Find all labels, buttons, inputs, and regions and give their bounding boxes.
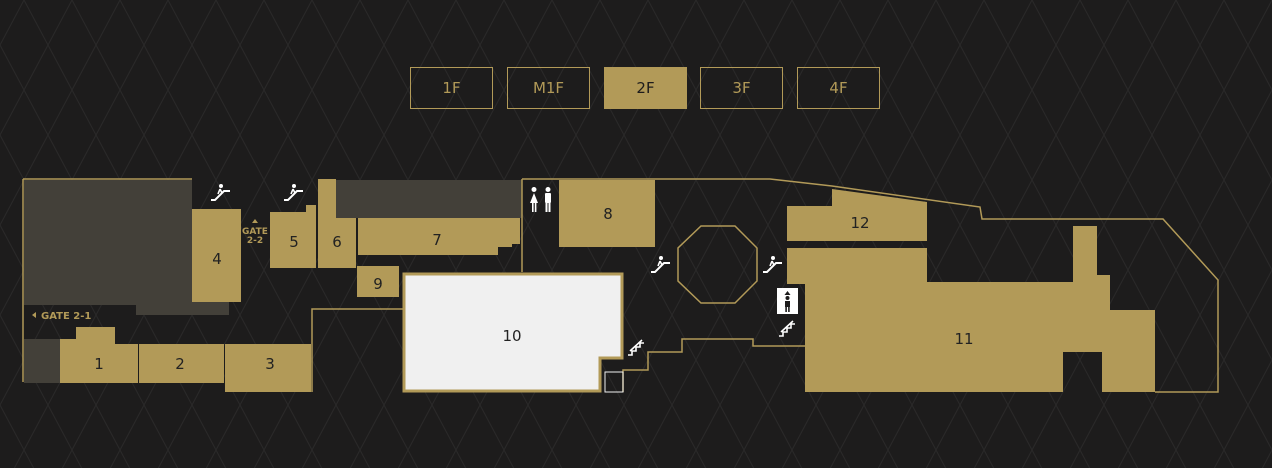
floor-selector: 1F M1F 2F 3F 4F bbox=[0, 0, 1272, 120]
unit-11[interactable] bbox=[787, 226, 1155, 392]
unit-number-6: 6 bbox=[332, 233, 342, 251]
unit-8[interactable] bbox=[559, 180, 655, 247]
stairs-icon bbox=[779, 320, 795, 337]
unit-3[interactable] bbox=[225, 344, 311, 392]
unit-10[interactable] bbox=[402, 272, 624, 393]
building-outline-west bbox=[22, 178, 403, 392]
dark-area-north bbox=[336, 180, 522, 218]
unit-1[interactable] bbox=[60, 327, 138, 383]
unit-4[interactable] bbox=[192, 209, 241, 302]
corridor-outline bbox=[521, 179, 805, 392]
unit-number-9: 9 bbox=[373, 275, 383, 293]
tab-2f[interactable]: 2F bbox=[604, 67, 687, 109]
unit-12[interactable] bbox=[787, 189, 927, 241]
unit-number-4: 4 bbox=[212, 250, 222, 268]
unit-10-ledge bbox=[604, 371, 624, 393]
stairs-icon bbox=[628, 339, 644, 356]
unit-number-10: 10 bbox=[502, 327, 521, 345]
unit-7[interactable] bbox=[358, 218, 520, 255]
tab-3f[interactable]: 3F bbox=[700, 67, 783, 109]
building-outline-east bbox=[522, 178, 1219, 393]
unit-9[interactable] bbox=[357, 266, 399, 297]
tab-m1f[interactable]: M1F bbox=[507, 67, 590, 109]
escalator-icon bbox=[284, 184, 303, 201]
tab-4f[interactable]: 4F bbox=[797, 67, 880, 109]
unit-number-12: 12 bbox=[850, 214, 869, 232]
gate-2-1-label: GATE 2-1 bbox=[41, 311, 91, 322]
gate-2-2-label-bottom: 2-2 bbox=[247, 236, 263, 246]
atrium-void bbox=[677, 225, 758, 304]
restroom-icon bbox=[530, 187, 551, 212]
unit-number-7: 7 bbox=[432, 231, 442, 249]
unit-number-1: 1 bbox=[94, 355, 104, 373]
gate-2-1-arrow-icon bbox=[32, 312, 36, 318]
tab-1f[interactable]: 1F bbox=[410, 67, 493, 109]
escalator-icon bbox=[763, 256, 782, 273]
dark-area-southwest bbox=[24, 339, 60, 383]
unit-number-8: 8 bbox=[603, 205, 613, 223]
unit-2[interactable] bbox=[139, 344, 224, 383]
unit-number-11: 11 bbox=[954, 330, 973, 348]
unit-5[interactable] bbox=[270, 205, 316, 268]
escalator-icon bbox=[651, 256, 670, 273]
unit-number-3: 3 bbox=[265, 355, 275, 373]
escalator-icon bbox=[211, 184, 230, 201]
unit-number-2: 2 bbox=[175, 355, 185, 373]
unit-number-5: 5 bbox=[289, 233, 299, 251]
gate-2-2-arrow-icon bbox=[252, 219, 258, 223]
gate-2-2-label-top: GATE bbox=[242, 227, 268, 237]
unit-6[interactable] bbox=[318, 179, 356, 268]
dark-area-west bbox=[24, 180, 229, 315]
elevator-icon bbox=[777, 288, 798, 314]
